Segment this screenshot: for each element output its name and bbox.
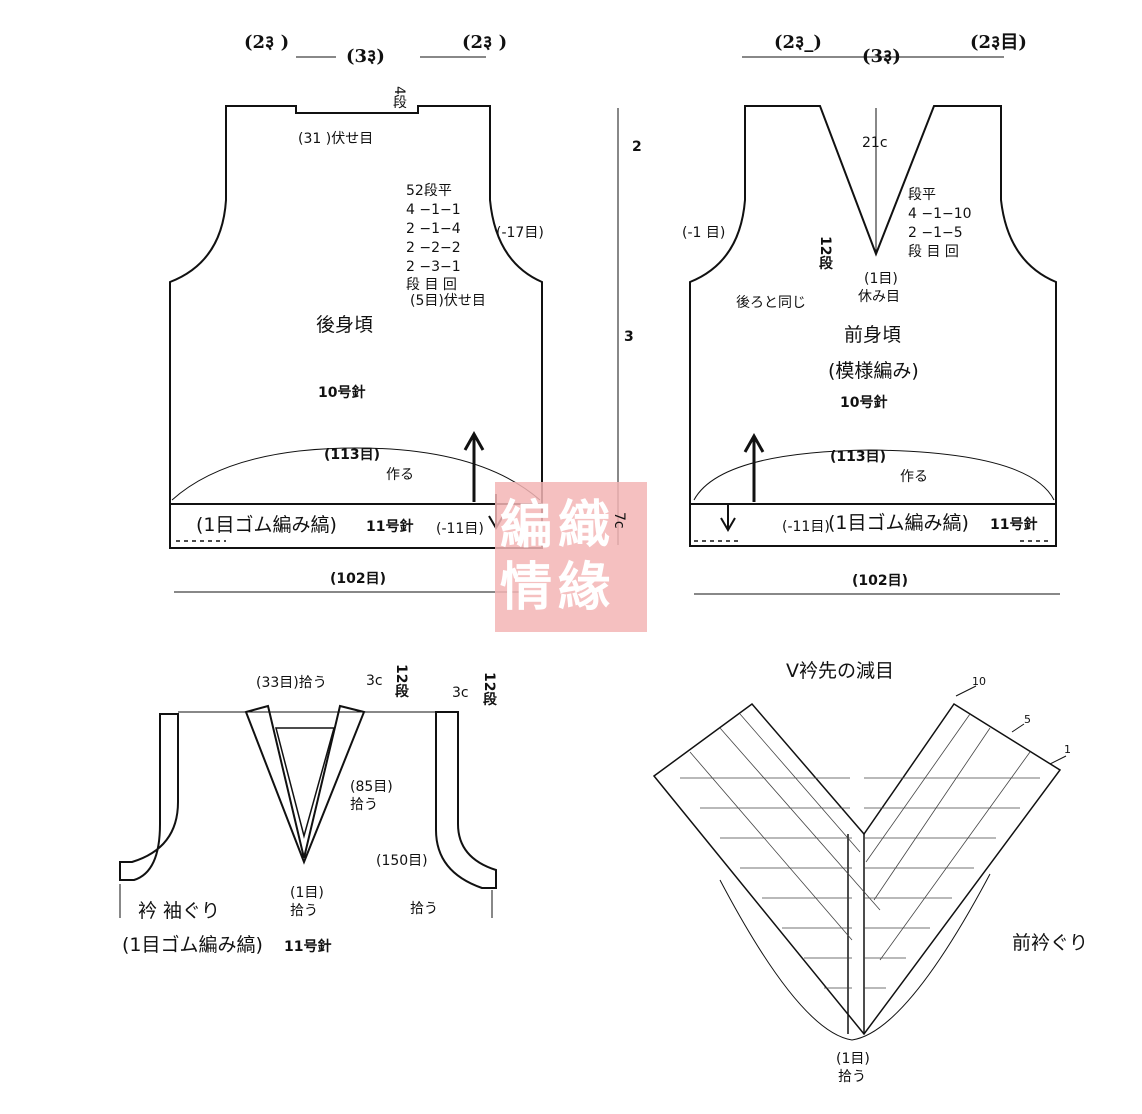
collar-title: 衿 袖ぐり: [138, 900, 221, 922]
front-rib-needle: 11号針: [990, 517, 1038, 533]
v-chart-row-10: 10: [972, 675, 986, 688]
v-chart-center-count: (1目): [836, 1051, 870, 1067]
dim-top: 2: [632, 139, 642, 155]
dim-middle: 3: [624, 329, 634, 345]
front-pattern: (模様編み): [828, 360, 919, 382]
front-rib-band: [689, 503, 1057, 547]
front-needle: 10号針: [840, 395, 888, 411]
back-shoulder-left: (2३ ): [244, 32, 290, 53]
front-shoulder-right: (2३目): [970, 32, 1027, 53]
collar-band-width-left: 3c: [366, 673, 383, 689]
front-cast-on: 作る: [900, 469, 928, 485]
collar-side-pickup: 拾う: [350, 797, 378, 813]
v-chart-row-1: 1: [1064, 743, 1071, 756]
right-armhole-band: [435, 711, 497, 889]
armhole-pickup: 拾う: [410, 901, 438, 917]
back-needle: 10号針: [318, 385, 366, 401]
collar-center-pickup: 拾う: [290, 903, 318, 919]
back-rib-needle: 11号針: [366, 519, 414, 535]
collar-center-count: (1目): [290, 885, 324, 901]
v-chart-center-pickup: 拾う: [838, 1069, 866, 1085]
front-panel-outline: [689, 105, 1057, 505]
back-shoulder-right: (2३ ): [462, 32, 508, 53]
v-chart-title: V衿先の減目: [786, 660, 894, 682]
back-width: (102目): [330, 571, 387, 587]
collar-side-count: (85目): [350, 779, 393, 795]
back-panel-outline: [169, 105, 543, 505]
v-neck-chart: [652, 702, 1062, 1036]
collar-band-width-right: 3c: [452, 685, 469, 701]
v-collar-band: [244, 704, 366, 865]
back-neck-rows: 4段: [391, 86, 407, 109]
front-center-st: (1目): [864, 271, 898, 287]
collar-band-rows-right: 12段: [481, 672, 497, 706]
seal-text: 編織情緣: [500, 495, 617, 618]
back-shaping-curve: [171, 447, 541, 501]
front-title: 前身頃: [844, 324, 902, 346]
armhole-count: (150目): [376, 853, 428, 869]
back-cast-on: 作る: [386, 467, 414, 483]
front-same-as-back: 後ろと同じ: [736, 295, 806, 311]
front-shoulder-left: (2३_): [774, 32, 822, 53]
v-chart-row-5: 5: [1024, 713, 1031, 726]
front-center-hold: 休み目: [858, 289, 900, 305]
back-armhole-dec: (-17目): [496, 225, 544, 241]
front-shaping-curve: [693, 449, 1055, 501]
back-neck-top: (3३): [346, 46, 385, 67]
v-chart-neckline: 前衿ぐり: [1012, 932, 1089, 954]
front-v-depth: 21c: [862, 135, 888, 151]
left-armhole-band: [119, 713, 179, 881]
seal-stamp: [495, 482, 647, 632]
back-neck-bindoff: (31 )伏せ目: [298, 131, 374, 147]
collar-pickup-back: (33目)拾う: [256, 675, 327, 691]
collar-band-rows-left: 12段: [393, 664, 409, 698]
front-rib-dec: (-11目): [782, 519, 830, 535]
back-armhole-bindoff: (5目)伏せ目: [410, 293, 486, 309]
front-v-rows: 12段: [817, 236, 833, 270]
collar-rib-label: (1目ゴム編み縞): [122, 934, 263, 956]
collar-needle: 11号針: [284, 939, 332, 955]
front-width: (102目): [852, 573, 909, 589]
back-cast-on-count: (113目): [324, 447, 381, 463]
front-neck-top: (3३): [862, 46, 901, 67]
back-title: 後身頃: [316, 314, 374, 336]
dim-bottom: 7c: [611, 512, 627, 529]
back-rib-label: (1目ゴム編み縞): [196, 514, 337, 536]
front-armhole-dec: (-1 目): [682, 225, 726, 241]
back-rib-dec: (-11目): [436, 521, 484, 537]
front-cast-on-count: (113目): [830, 449, 887, 465]
front-rib-label: (1目ゴム編み縞): [828, 512, 969, 534]
neckline-curve: [719, 873, 991, 1041]
